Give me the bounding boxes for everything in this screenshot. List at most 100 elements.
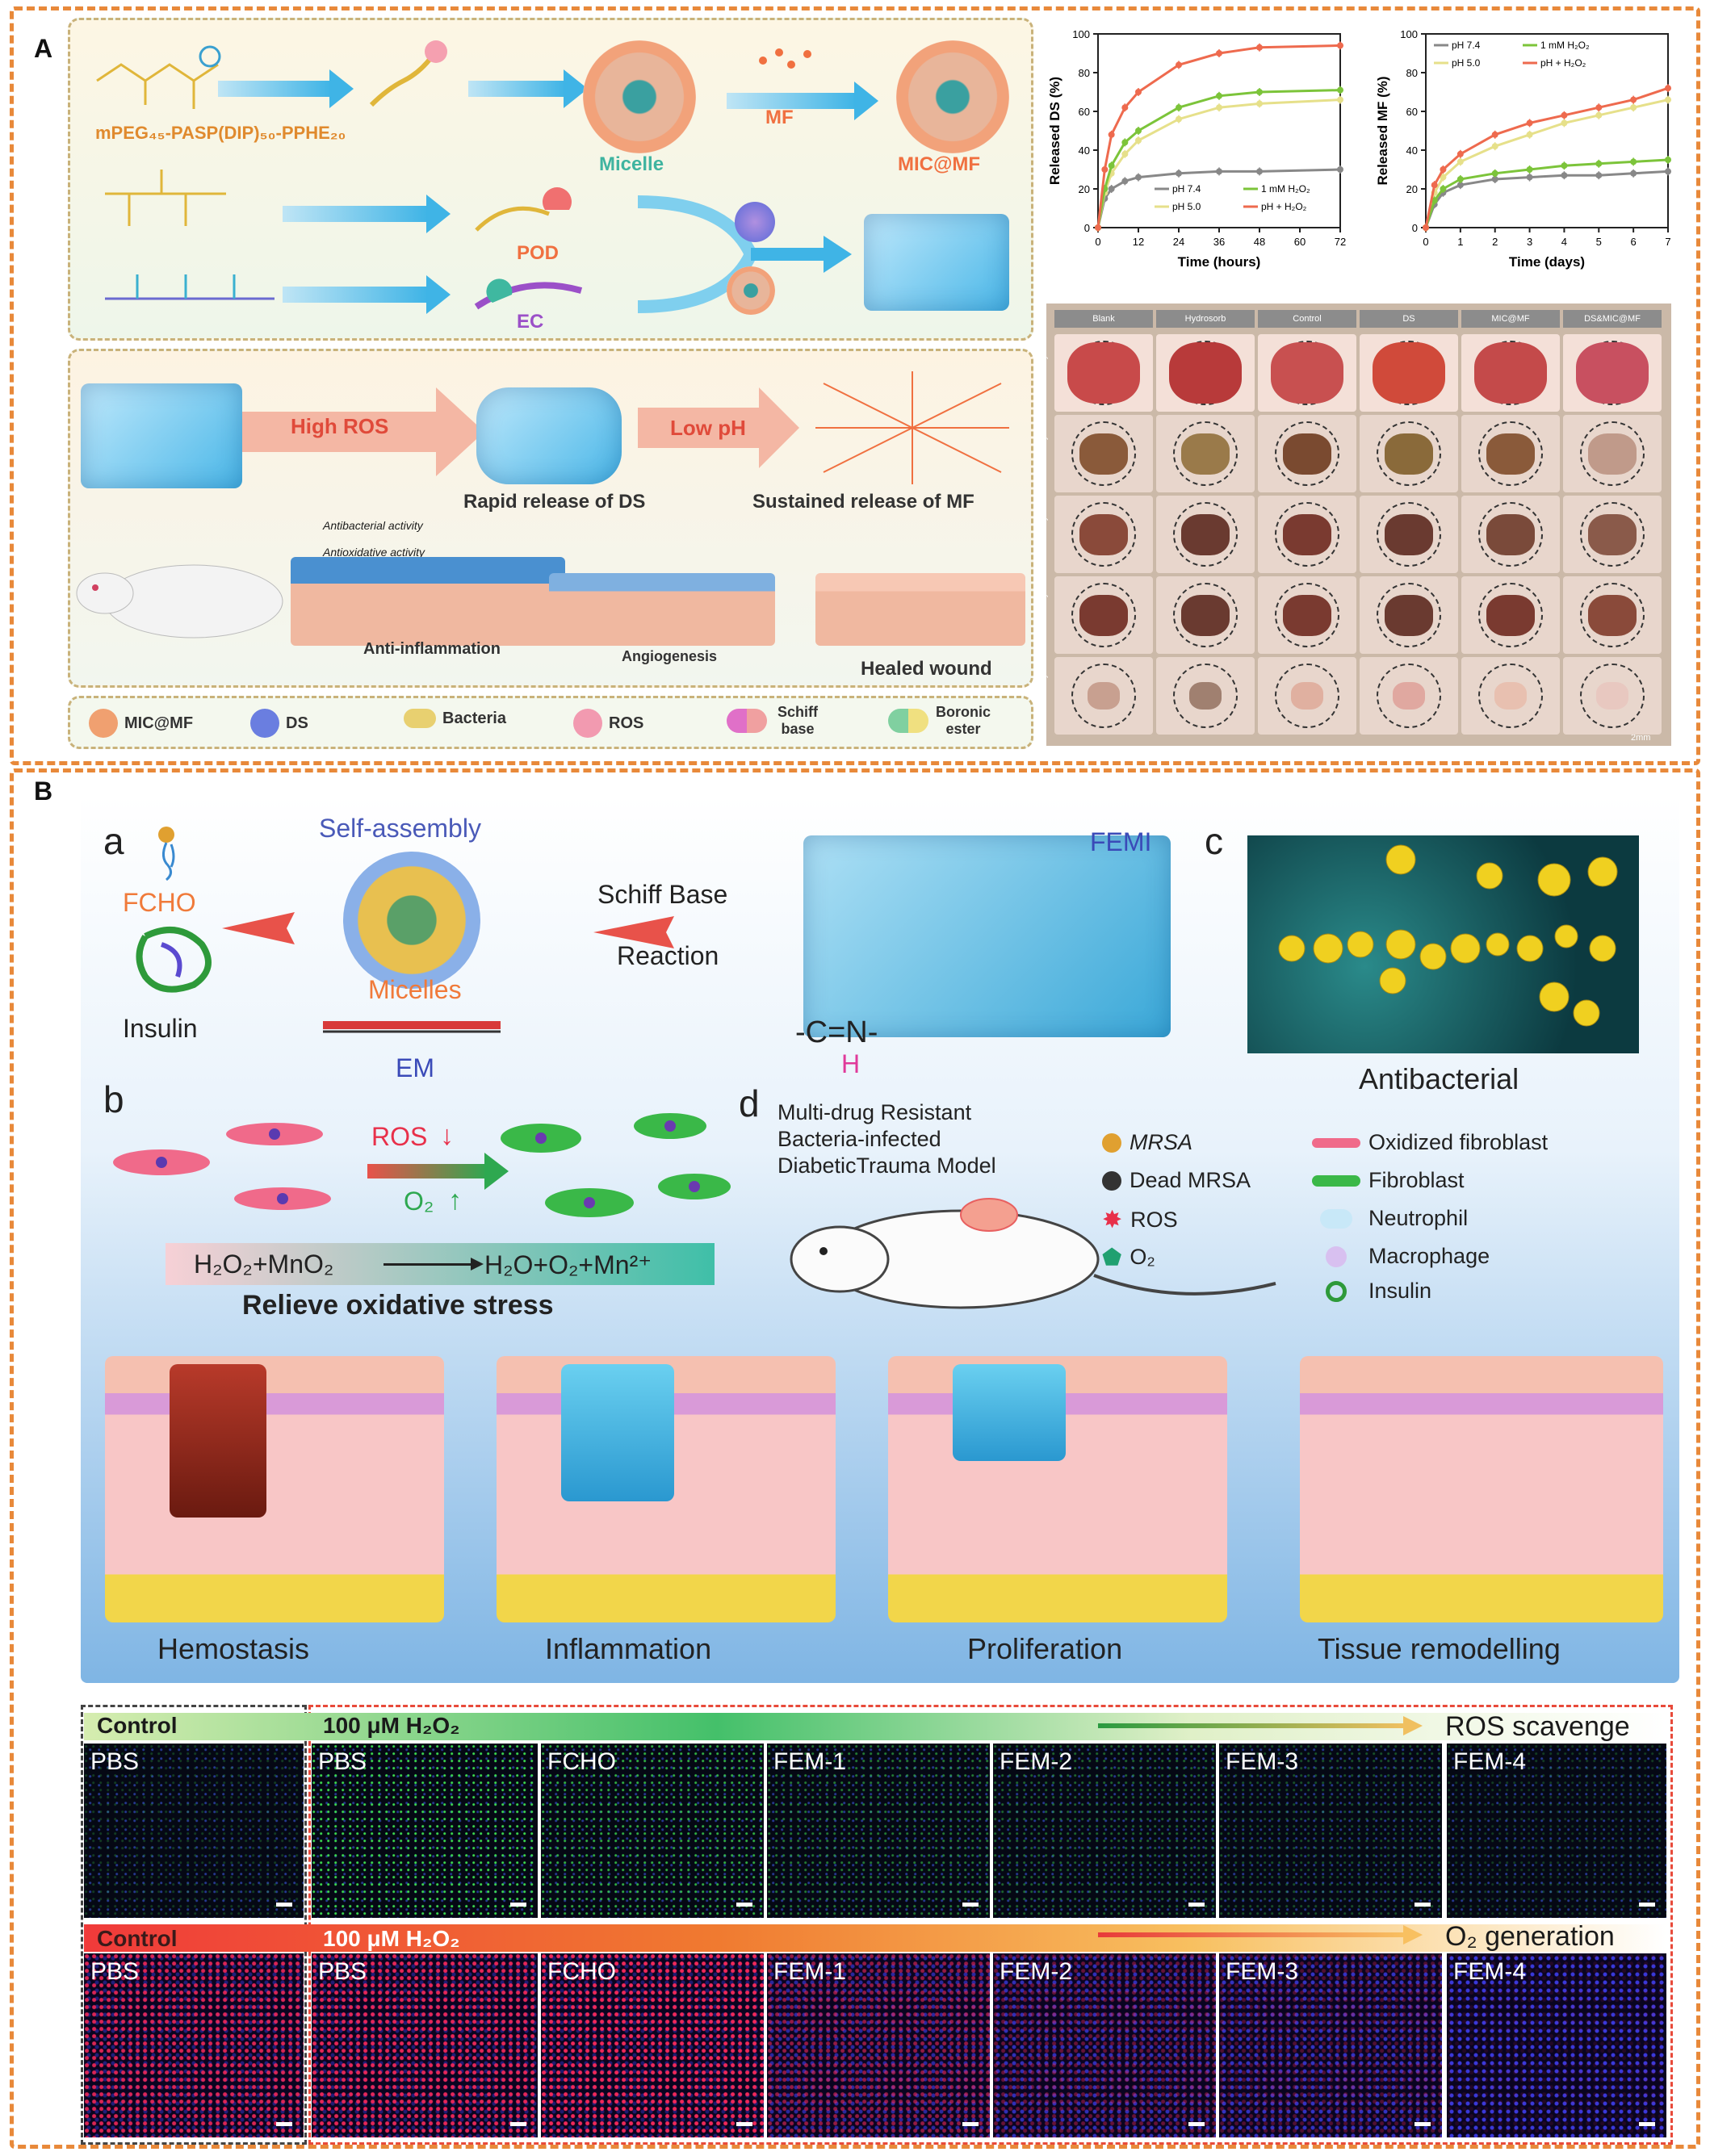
wound-outline: [1580, 664, 1645, 728]
x-axis-label: Time (hours): [1178, 254, 1261, 270]
y-tick-label: 0: [1084, 222, 1090, 234]
pod-icon: [475, 187, 572, 232]
fluor-tile-label: FEM-4: [1453, 1958, 1526, 1985]
photo-col-header: MIC@MF: [1461, 310, 1560, 328]
ros-o2-arrow: [367, 1164, 488, 1178]
y-tick-label: 60: [1406, 106, 1418, 118]
skin-hemostasis: [105, 1356, 444, 1622]
fluor-tile-label: FEM-2: [1000, 1958, 1072, 1985]
ros-fluor-tile: FEM-4: [1447, 1744, 1666, 1918]
schiff-base-label: Schiff Base: [597, 880, 728, 909]
wound-area: [1474, 341, 1547, 404]
wound-area: [1169, 341, 1242, 404]
healthy-fibroblasts: [501, 1113, 731, 1217]
wound-outline: [1377, 421, 1441, 486]
panel-b-frame: [10, 768, 1700, 2149]
legend-macrophage: Macrophage: [1312, 1244, 1490, 1269]
photo-col-header: DS&MIC@MF: [1563, 310, 1662, 328]
x-tick-label: 1: [1457, 236, 1463, 248]
scale-bar: [1188, 1903, 1205, 1907]
self-assembly-label: Self-assembly: [319, 814, 481, 843]
ros-down-icon: ↓: [440, 1120, 454, 1151]
o2-control-label: Control: [97, 1926, 178, 1951]
x-tick-label: 0: [1423, 236, 1428, 248]
wound-outline: [1071, 583, 1136, 647]
legend-label: pH 7.4: [1452, 40, 1481, 51]
o2-fluor-tile: PBS: [84, 1953, 304, 2137]
wound-area: [1291, 682, 1323, 710]
scale-bar: [1415, 1903, 1431, 1907]
wound-photo: [1360, 415, 1458, 492]
wound-area: [1283, 433, 1331, 475]
equation-right: H₂O+O₂+Mn²⁺: [484, 1250, 652, 1279]
femi-label: FEMI: [1090, 827, 1152, 856]
fluor-tile-label: FCHO: [547, 1958, 616, 1985]
model-line-1: Multi-drug Resistant: [777, 1100, 972, 1124]
gel-cube-ros: [81, 383, 242, 488]
series-line: [1424, 86, 1669, 228]
legend-mrsa: MRSA: [1102, 1130, 1192, 1155]
wound-outline: [1071, 421, 1136, 486]
antioxidative-activity-text: Antioxidative activity: [323, 546, 425, 559]
micelles-icon: [343, 852, 480, 989]
wound-photo: [1156, 415, 1255, 492]
fluor-tile-label: FEM-4: [1453, 1748, 1526, 1775]
legend-box-a: [68, 696, 1033, 749]
scale-bar: [1188, 2122, 1205, 2126]
model-line-3: DiabeticTrauma Model: [777, 1153, 996, 1178]
equation-arrow-head: [471, 1258, 484, 1271]
wound-area: [1283, 513, 1331, 555]
plot-area: [1097, 33, 1341, 228]
o2-fluor-tile: FEM-2: [993, 1953, 1216, 2137]
wound-photo: [1461, 334, 1560, 412]
em-icon: [323, 1021, 501, 1033]
wound-area: [1385, 594, 1433, 636]
legend-item-bacteria: Bacteria: [404, 709, 506, 728]
wound-area: [1079, 594, 1128, 636]
wound-outline: [1580, 502, 1645, 567]
sustained-burst: [815, 371, 1009, 484]
legend-label: 1 mM H₂O₂: [1261, 183, 1310, 195]
legend-neutrophil: Neutrophil: [1312, 1206, 1468, 1231]
scale-bar: [736, 2122, 752, 2126]
wound-photo: [1258, 657, 1356, 735]
rapid-release-label: Rapid release of DS: [463, 491, 646, 513]
wound-area: [1088, 682, 1120, 710]
oxidized-fibroblasts: [113, 1123, 331, 1210]
arrow-pod: [283, 195, 451, 233]
fibroblast-icon: [1312, 1174, 1360, 1187]
o2-trend-arrow: [1098, 1932, 1405, 1937]
wound-outline: [1478, 502, 1543, 567]
fluor-tile-label: PBS: [318, 1958, 367, 1985]
legend-item-boronic: Boronic ester: [888, 704, 991, 738]
series-line: [1424, 158, 1669, 228]
wound-outline: [1071, 502, 1136, 567]
stage-remodelling: Tissue remodelling: [1318, 1632, 1561, 1665]
ros-fluor-tile: FEM-1: [767, 1744, 990, 1918]
arrow-chain-to-micelle: [468, 69, 588, 108]
wound-photo: [1461, 657, 1560, 735]
wound-photo: [1461, 496, 1560, 573]
stage-hemostasis: Hemostasis: [157, 1632, 310, 1665]
reaction-label: Reaction: [617, 941, 719, 970]
fluor-tile-label: PBS: [90, 1958, 140, 1985]
panel-a-frame: [10, 6, 1700, 765]
micelle-label: Micelle: [599, 153, 664, 175]
mrsa-icon: [1102, 1132, 1121, 1153]
wound-photo: [1054, 415, 1153, 492]
ros-fluor-tile: FEM-3: [1219, 1744, 1442, 1918]
micelles-label: Micelles: [368, 975, 462, 1004]
legend-ros: ✸ROS: [1102, 1207, 1178, 1233]
wound-area: [1393, 682, 1425, 710]
wound-area: [1079, 513, 1128, 555]
low-ph-arrow: [638, 387, 799, 468]
scale-bar: [1415, 2122, 1431, 2126]
x-tick-label: 6: [1631, 236, 1637, 248]
photo-row-label: 14 Days: [1040, 670, 1048, 697]
legend-dead-mrsa: Dead MRSA: [1102, 1168, 1251, 1193]
wound-outline: [1377, 583, 1441, 647]
bacteria-legend-icon: [404, 709, 436, 728]
series-line: [1424, 98, 1669, 228]
